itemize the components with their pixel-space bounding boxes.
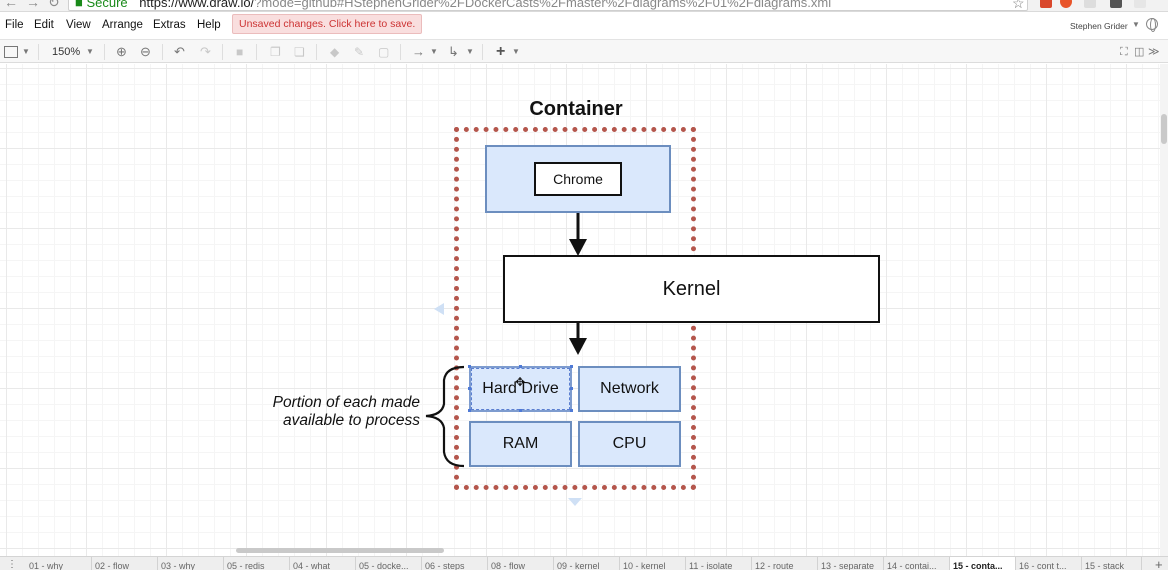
extension-icon[interactable] — [1040, 0, 1052, 8]
unsaved-changes-notice[interactable]: Unsaved changes. Click here to save. — [232, 14, 423, 34]
back-icon[interactable]: ← — [4, 0, 18, 10]
extension-icon[interactable] — [1060, 0, 1072, 8]
shadow-icon[interactable]: ▢ — [378, 45, 390, 59]
menu-bar: File Edit View Arrange Extras Help Unsav… — [0, 12, 1168, 39]
network-box[interactable]: Network — [578, 366, 681, 412]
page-tab[interactable]: 13 - separate — [818, 557, 884, 570]
to-back-icon[interactable]: ❏ — [294, 45, 305, 59]
bookmark-star-icon[interactable]: ☆ — [1012, 0, 1025, 11]
scrollbar-thumb[interactable] — [1161, 114, 1167, 144]
menu-extras[interactable]: Extras — [153, 19, 186, 31]
url-host: https://www.draw.io/ — [139, 0, 255, 10]
insert-icon[interactable]: + — [496, 43, 506, 60]
page-tab[interactable]: 02 - flow — [92, 557, 158, 570]
url-field[interactable]: ■ Secure https://www.draw.io/?mode=githu… — [68, 0, 1028, 11]
chrome-label-box[interactable]: Chrome — [534, 162, 622, 196]
format-toggle-icon[interactable]: ◫ — [1134, 46, 1145, 58]
page-tab[interactable]: 03 - why — [158, 557, 224, 570]
page-tab[interactable]: 15 - stack — [1082, 557, 1142, 570]
menu-view[interactable]: View — [66, 19, 91, 31]
toolbar-divider — [222, 44, 223, 60]
lock-icon: ■ — [75, 0, 87, 10]
menu-file[interactable]: File — [5, 19, 24, 31]
zoom-out-icon[interactable]: ⊖ — [140, 44, 151, 59]
globe-icon[interactable] — [1146, 18, 1158, 32]
url-path: ?mode=github#HStephenGrider%2FDockerCast… — [254, 0, 832, 10]
pages-menu-icon[interactable]: ⋮ — [7, 559, 17, 570]
page-tab[interactable]: 06 - steps — [422, 557, 488, 570]
chevron-down-icon[interactable]: ▼ — [86, 47, 94, 56]
toolbar: ▼ 150% ▼ ⊕ ⊖ ↶ ↷ ■ ❐ ❏ ◆ ✎ ▢ → ▼ ↳ ▼ + ▼… — [0, 39, 1168, 63]
extension-icon[interactable] — [1134, 0, 1146, 8]
page-tab[interactable]: 11 - isolate — [686, 557, 752, 570]
user-name[interactable]: Stephen Grider — [1070, 21, 1128, 31]
page-tab[interactable]: 05 - docke... — [356, 557, 422, 570]
chevron-down-icon[interactable]: ▼ — [512, 47, 520, 56]
toolbar-divider — [162, 44, 163, 60]
page-tab[interactable]: 16 - cont t... — [1016, 557, 1082, 570]
toolbar-divider — [104, 44, 105, 60]
menu-arrange[interactable]: Arrange — [102, 19, 143, 31]
add-page-icon[interactable]: + — [1155, 557, 1163, 570]
page-tab[interactable]: 09 - kernel — [554, 557, 620, 570]
page-tab[interactable]: 04 - what — [290, 557, 356, 570]
cpu-box[interactable]: CPU — [578, 421, 681, 467]
ram-box[interactable]: RAM — [469, 421, 572, 467]
container-title[interactable]: Container — [529, 98, 623, 120]
fill-color-icon[interactable]: ◆ — [330, 45, 340, 59]
page-tab[interactable]: 10 - kernel — [620, 557, 686, 570]
redo-icon[interactable]: ↷ — [200, 44, 211, 59]
connection-icon[interactable]: → — [412, 44, 425, 59]
waypoints-icon[interactable]: ↳ — [448, 44, 459, 59]
reload-icon[interactable]: ↻ — [48, 0, 60, 10]
toolbar-divider — [316, 44, 317, 60]
undo-icon[interactable]: ↶ — [174, 44, 185, 59]
page-tab[interactable]: 15 - conta... — [950, 557, 1016, 570]
toolbar-divider — [482, 44, 483, 60]
zoom-in-icon[interactable]: ⊕ — [116, 44, 127, 59]
menu-help[interactable]: Help — [197, 19, 221, 31]
vertical-scrollbar[interactable] — [1160, 64, 1168, 556]
browser-address-bar: ← → ↻ ■ Secure https://www.draw.io/?mode… — [0, 0, 1168, 12]
hard-drive-box[interactable]: Hard Drive — [469, 366, 572, 412]
menu-edit[interactable]: Edit — [34, 19, 54, 31]
chevron-down-icon[interactable]: ▼ — [22, 47, 30, 56]
extension-icon[interactable] — [1084, 0, 1096, 8]
page-tab[interactable]: 01 - why — [26, 557, 92, 570]
forward-icon[interactable]: → — [26, 0, 40, 10]
page-tab[interactable]: 08 - flow — [488, 557, 554, 570]
to-front-icon[interactable]: ❐ — [270, 45, 281, 59]
chevron-down-icon[interactable]: ▼ — [430, 47, 438, 56]
secure-label: Secure — [86, 0, 128, 10]
chevron-down-icon[interactable]: ▼ — [1132, 20, 1140, 29]
toolbar-divider — [256, 44, 257, 60]
toolbar-divider — [38, 44, 39, 60]
chevron-down-icon[interactable]: ▼ — [466, 47, 474, 56]
page-tab[interactable]: 12 - route — [752, 557, 818, 570]
delete-icon[interactable]: ■ — [236, 45, 244, 59]
zoom-level[interactable]: 150% — [52, 46, 81, 58]
extension-icon[interactable] — [1110, 0, 1122, 8]
format-panel-icon[interactable] — [4, 46, 18, 58]
collapse-icon[interactable]: ≫ — [1148, 46, 1160, 58]
page-tab[interactable]: 14 - contai... — [884, 557, 950, 570]
move-cursor-icon: ✥ — [515, 375, 526, 389]
horizontal-scrollbar-thumb[interactable] — [236, 548, 444, 553]
toolbar-divider — [400, 44, 401, 60]
portion-annotation[interactable]: Portion of each made available to proces… — [272, 394, 420, 429]
kernel-box[interactable]: Kernel — [503, 255, 880, 323]
page-tab[interactable]: 05 - redis — [224, 557, 290, 570]
fullscreen-icon[interactable]: ⛶ — [1120, 46, 1128, 58]
line-color-icon[interactable]: ✎ — [354, 45, 365, 59]
